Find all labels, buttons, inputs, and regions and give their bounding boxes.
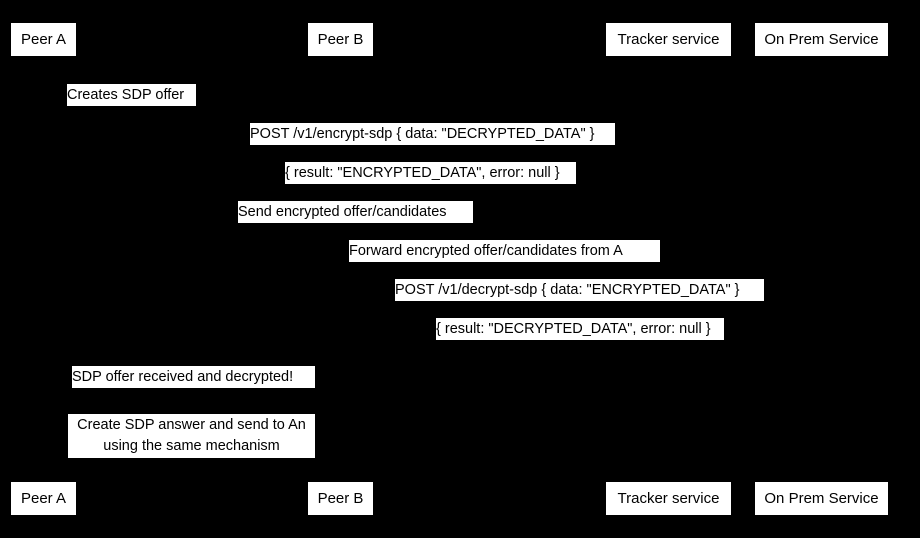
message-label-2: POST /v1/encrypt-sdp { data: "DECRYPTED_…	[250, 123, 615, 145]
message-label-8: SDP offer received and decrypted!	[72, 366, 315, 388]
participant-box-on-prem-service-bottom[interactable]: On Prem Service	[754, 481, 889, 516]
participant-box-peer-a-bottom[interactable]: Peer A	[10, 481, 77, 516]
lifeline-peer-a	[43, 57, 44, 481]
participant-label-peer-a-bottom: Peer A	[20, 490, 67, 507]
message-label-4: Send encrypted offer/candidates	[238, 201, 473, 223]
participant-label-peer-a-top: Peer A	[20, 31, 67, 48]
message-label-9: Create SDP answer and send to An using t…	[68, 414, 315, 458]
participant-label-on-prem-service-top: On Prem Service	[764, 31, 879, 48]
participant-box-tracker-service-top[interactable]: Tracker service	[605, 22, 732, 57]
participant-box-peer-b-bottom[interactable]: Peer B	[307, 481, 374, 516]
participant-box-peer-b-top[interactable]: Peer B	[307, 22, 374, 57]
lifeline-on-prem-service	[821, 57, 822, 481]
message-label-7: { result: "DECRYPTED_DATA", error: null …	[436, 318, 724, 340]
message-label-1: Creates SDP offer	[67, 84, 196, 106]
participant-label-peer-b-bottom: Peer B	[317, 490, 364, 507]
participant-label-peer-b-top: Peer B	[317, 31, 364, 48]
lifeline-tracker-service	[668, 57, 669, 481]
message-label-3: { result: "ENCRYPTED_DATA", error: null …	[285, 162, 576, 184]
message-label-6: POST /v1/decrypt-sdp { data: "ENCRYPTED_…	[395, 279, 764, 301]
participant-box-peer-a-top[interactable]: Peer A	[10, 22, 77, 57]
participant-label-tracker-service-bottom: Tracker service	[617, 490, 720, 507]
participant-label-on-prem-service-bottom: On Prem Service	[764, 490, 879, 507]
lifeline-peer-b	[340, 57, 341, 481]
participant-box-on-prem-service-top[interactable]: On Prem Service	[754, 22, 889, 57]
participant-label-tracker-service-top: Tracker service	[617, 31, 720, 48]
message-label-5: Forward encrypted offer/candidates from …	[349, 240, 660, 262]
participant-box-tracker-service-bottom[interactable]: Tracker service	[605, 481, 732, 516]
